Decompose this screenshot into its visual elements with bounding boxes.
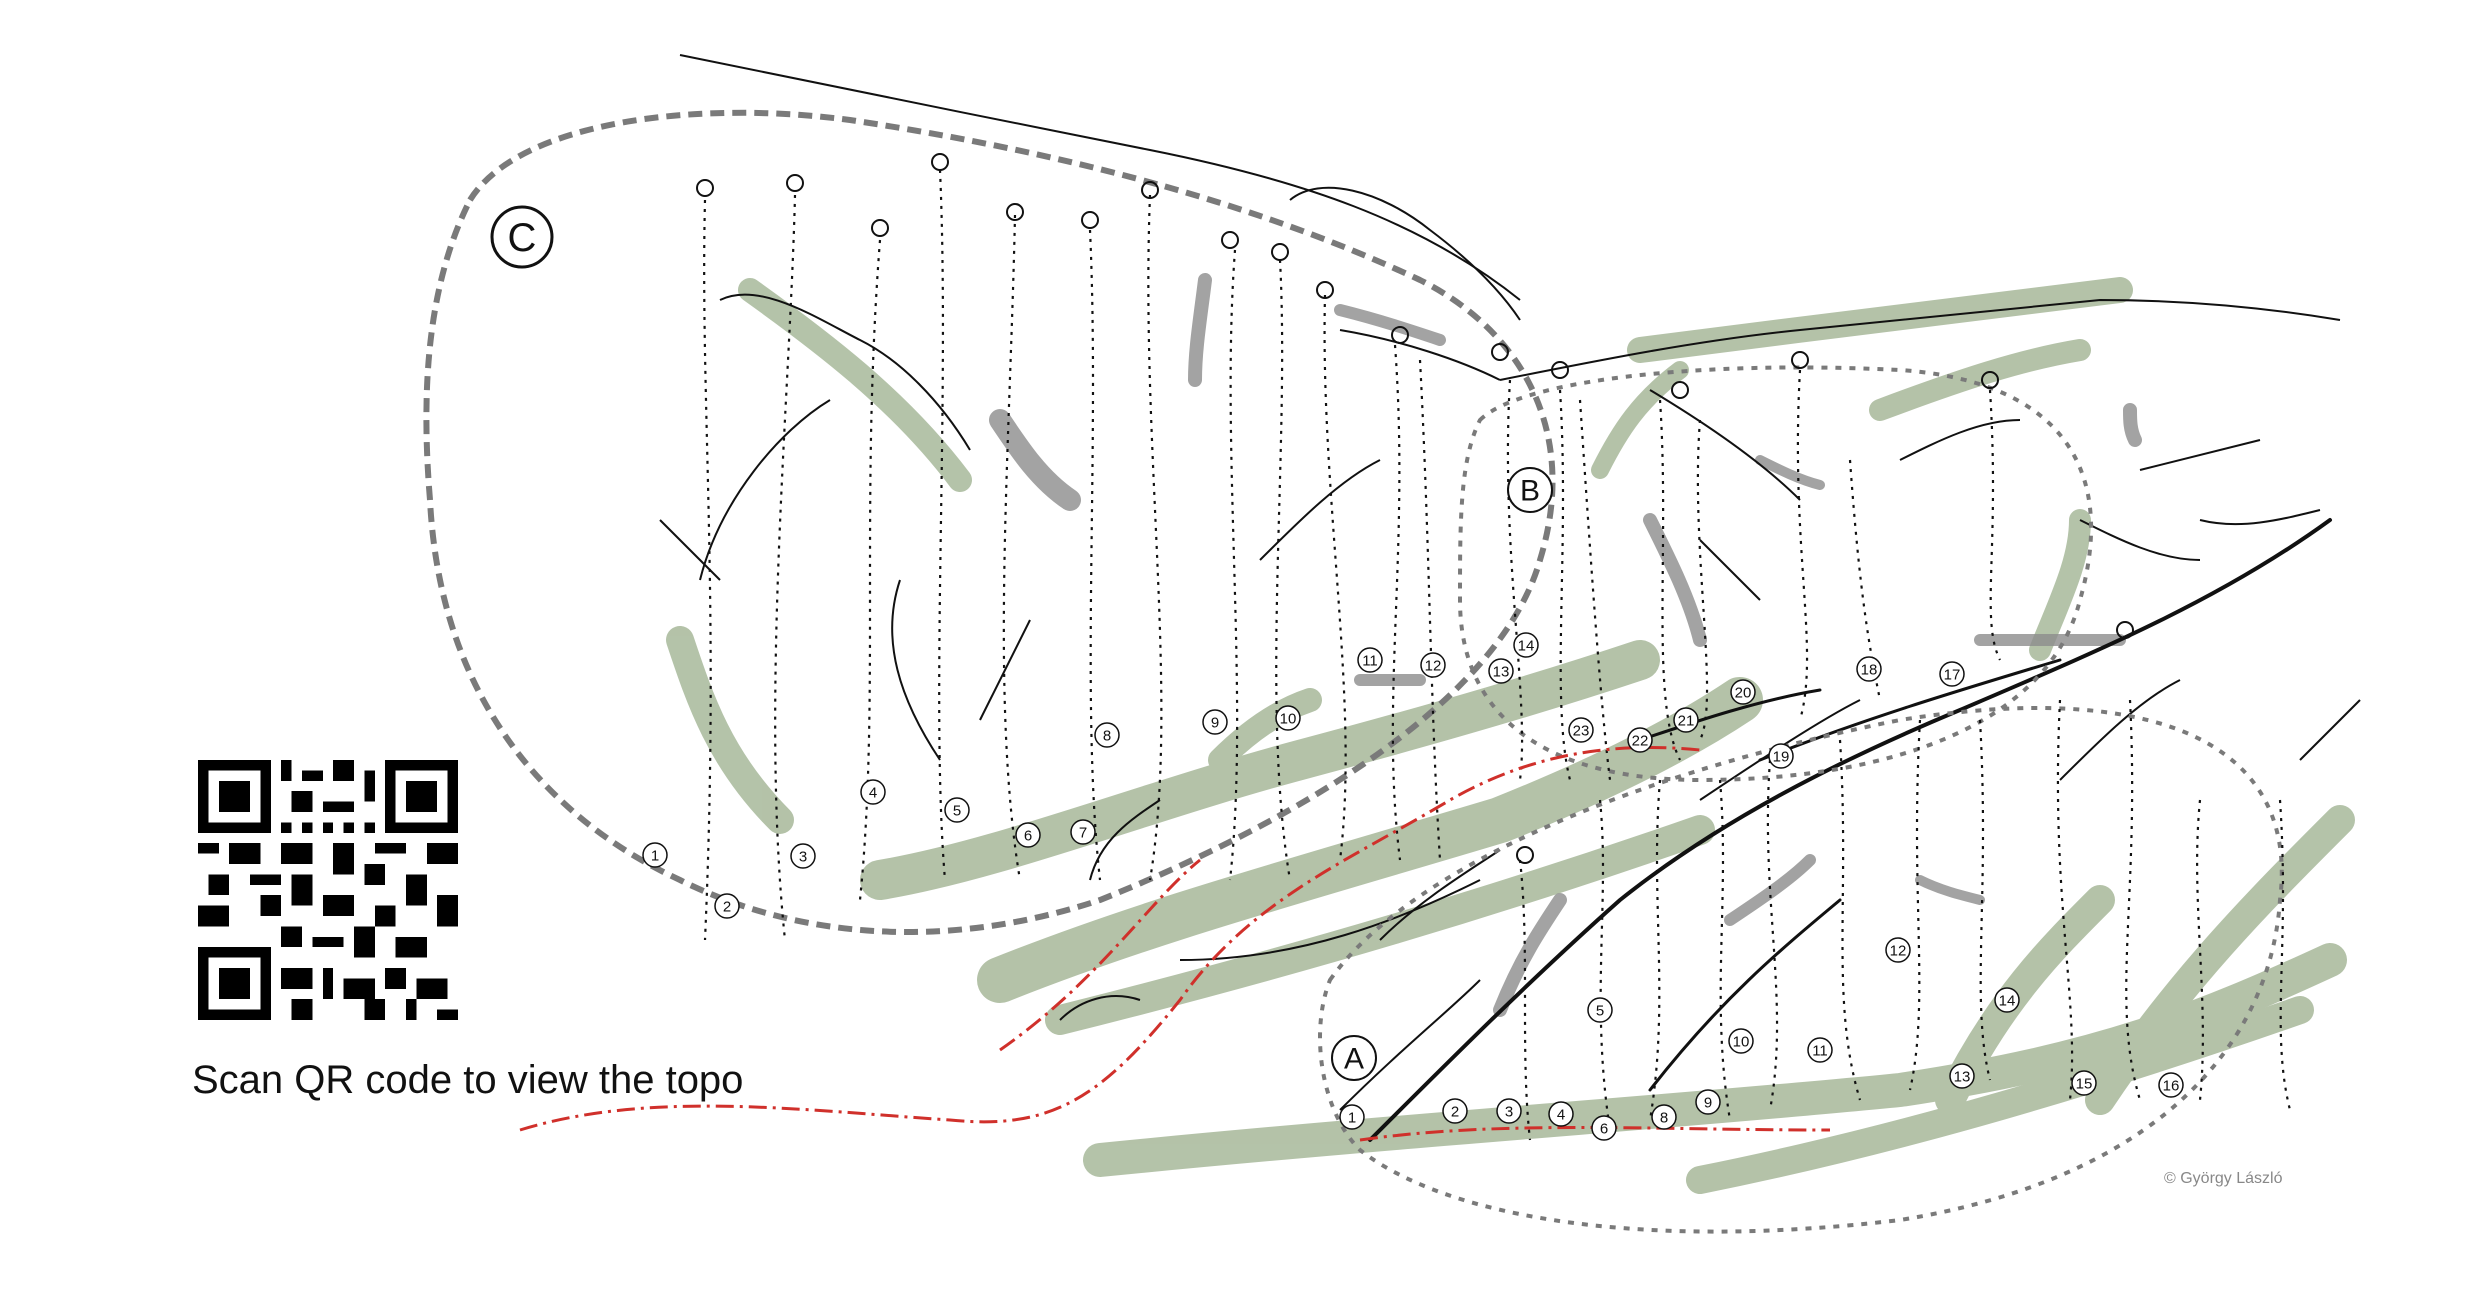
route-number-badge xyxy=(1673,707,1699,733)
sector-a-outline xyxy=(1318,706,2284,1234)
route-number-label: 9 xyxy=(1211,715,1219,732)
sector-b-outline xyxy=(1457,365,2094,783)
route-number-badge xyxy=(1591,1115,1617,1141)
route-number-badge xyxy=(1994,987,2020,1013)
route-number-badge xyxy=(1568,717,1594,743)
sector-a-badge xyxy=(1331,1035,1377,1081)
route-number-label: 9 xyxy=(1704,1095,1712,1112)
route-number-label: 5 xyxy=(953,803,961,820)
route-number-label: 4 xyxy=(1557,1107,1565,1124)
route-number-label: 2 xyxy=(723,899,731,916)
route-number-label: 14 xyxy=(1999,993,2016,1010)
route-number-label: 15 xyxy=(2076,1076,2093,1093)
route-number-badge xyxy=(1420,652,1446,678)
vegetation-patches xyxy=(666,277,2355,1194)
sector-c-label: C xyxy=(508,216,537,260)
route-number-label: 7 xyxy=(1079,825,1087,842)
rock-outlines xyxy=(659,54,2361,1111)
route-number-badge xyxy=(1275,705,1301,731)
route-number-label: 13 xyxy=(1493,664,1510,681)
route-number-label: 12 xyxy=(1890,943,1907,960)
route-number-badge xyxy=(1587,997,1613,1023)
route-number-badge xyxy=(1807,1037,1833,1063)
route-number-badge xyxy=(944,797,970,823)
climbing-routes xyxy=(703,169,2292,1141)
route-number-label: 3 xyxy=(799,849,807,866)
route-number-badge xyxy=(1442,1098,1468,1124)
route-number-label: 11 xyxy=(1362,653,1378,670)
route-number-badge xyxy=(2158,1072,2184,1098)
route-number-label: 16 xyxy=(2163,1078,2180,1095)
route-number-badge xyxy=(1202,709,1228,735)
route-number-label: 20 xyxy=(1735,685,1752,702)
sector-b-badge xyxy=(1507,467,1553,513)
ridge-lines xyxy=(1368,518,2332,1142)
route-number-badge xyxy=(1730,679,1756,705)
qr-caption: Scan QR code to view the topo xyxy=(192,1058,744,1102)
route-number-label: 23 xyxy=(1573,723,1590,740)
sector-b-label: B xyxy=(1520,475,1540,508)
route-number-badge xyxy=(1496,1098,1522,1124)
route-number-badge xyxy=(2071,1070,2097,1096)
route-number-badge xyxy=(1728,1028,1754,1054)
route-number-label: 4 xyxy=(869,785,877,802)
sector-c-badge xyxy=(490,205,554,269)
route-number-badge xyxy=(1513,632,1539,658)
sector-outlines xyxy=(423,109,2284,1234)
route-number-badge xyxy=(1357,647,1383,673)
route-number-badge xyxy=(860,779,886,805)
route-number-label: 21 xyxy=(1678,713,1695,730)
sector-labels: C B A xyxy=(490,205,1553,1081)
route-number-badge xyxy=(1695,1089,1721,1115)
route-number-badge xyxy=(1488,658,1514,684)
route-number-label: 12 xyxy=(1425,658,1442,675)
route-number-badge xyxy=(1339,1104,1365,1130)
route-number-label: 8 xyxy=(1103,728,1111,745)
qr-code-icon[interactable] xyxy=(198,760,458,1020)
approach-path xyxy=(519,745,1831,1142)
route-number-badge xyxy=(1949,1063,1975,1089)
route-number-badge xyxy=(714,893,740,919)
route-number-badge xyxy=(1015,822,1041,848)
route-number-label: 17 xyxy=(1944,667,1961,684)
route-number-label: 6 xyxy=(1600,1121,1608,1138)
route-number-badge xyxy=(1856,656,1882,682)
route-number-label: 1 xyxy=(651,848,659,865)
route-number-badge xyxy=(1651,1104,1677,1130)
rock-shading xyxy=(989,273,2142,1017)
route-number-badge xyxy=(1094,722,1120,748)
route-number-label: 10 xyxy=(1733,1034,1750,1051)
route-number-label: 19 xyxy=(1773,749,1790,766)
route-number-badge xyxy=(1885,937,1911,963)
route-number-label: 11 xyxy=(1812,1043,1828,1060)
route-number-badge xyxy=(642,842,668,868)
route-number-label: 8 xyxy=(1660,1110,1668,1127)
route-number-label: 10 xyxy=(1280,711,1297,728)
route-number-label: 18 xyxy=(1861,662,1878,679)
route-number-badge xyxy=(1939,661,1965,687)
copyright-notice: © György László xyxy=(2164,1170,2283,1187)
route-number-label: 2 xyxy=(1451,1104,1459,1121)
route-number-label: 6 xyxy=(1024,828,1032,845)
route-number-badge xyxy=(790,843,816,869)
route-number-badge xyxy=(1768,743,1794,769)
belay-anchors xyxy=(696,153,2134,864)
route-number-label: 22 xyxy=(1632,733,1649,750)
route-number-badge xyxy=(1070,819,1096,845)
route-number-label: 3 xyxy=(1505,1104,1513,1121)
route-number-label: 1 xyxy=(1348,1110,1356,1127)
sector-a-label: A xyxy=(1344,1043,1364,1076)
route-number-badge xyxy=(1548,1101,1574,1127)
route-number-badge xyxy=(1627,727,1653,753)
route-number-label: 13 xyxy=(1954,1069,1971,1086)
route-number-label: 5 xyxy=(1596,1003,1604,1020)
sector-c-outline xyxy=(423,109,1556,935)
route-number-label: 14 xyxy=(1518,638,1535,655)
